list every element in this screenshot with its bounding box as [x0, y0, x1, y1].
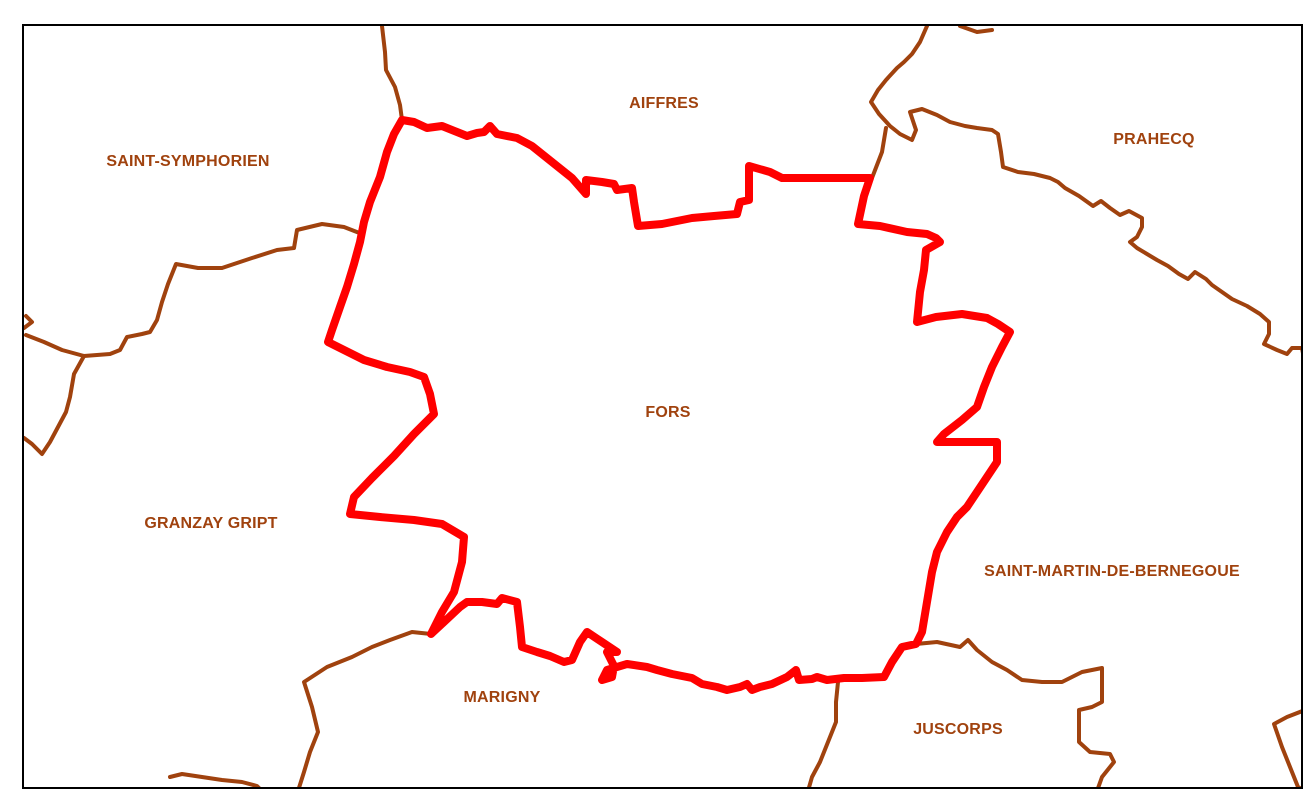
border-juscorps-saint-martin: [914, 638, 1116, 787]
border-fors: [324, 116, 1014, 694]
map-frame: SAINT-SYMPHORIEN AIFFRES PRAHECQ FORS GR…: [22, 24, 1303, 789]
commune-label-fors: FORS: [645, 404, 691, 421]
border-granzay-west: [24, 314, 34, 330]
border-granzay-marigny: [297, 630, 433, 787]
border-saint-symphorien-granzay: [24, 222, 364, 358]
border-prahecq-top: [958, 26, 994, 34]
commune-label-marigny: MARIGNY: [463, 689, 541, 706]
commune-label-aiffres: AIFFRES: [629, 95, 699, 112]
commune-label-saint-martin-de-bernegoue: SAINT-MARTIN-DE-BERNEGOUE: [984, 563, 1240, 580]
commune-label-saint-symphorien: SAINT-SYMPHORIEN: [106, 153, 270, 170]
commune-label-juscorps: JUSCORPS: [913, 721, 1003, 738]
border-granzay-west-lower: [24, 354, 86, 456]
border-aiffres-saint-symphorien: [380, 26, 404, 122]
commune-label-prahecq: PRAHECQ: [1113, 131, 1195, 148]
commune-borders: [24, 26, 1301, 787]
border-marigny-juscorps: [807, 680, 840, 787]
border-aiffres-prahecq-short: [870, 126, 888, 180]
commune-label-granzay-gript: GRANZAY GRIPT: [144, 515, 278, 532]
border-granzay-south: [168, 772, 261, 787]
map-canvas: [24, 26, 1301, 787]
border-juscorps-east: [1272, 709, 1301, 787]
border-aiffres-prahecq: [869, 26, 1301, 356]
